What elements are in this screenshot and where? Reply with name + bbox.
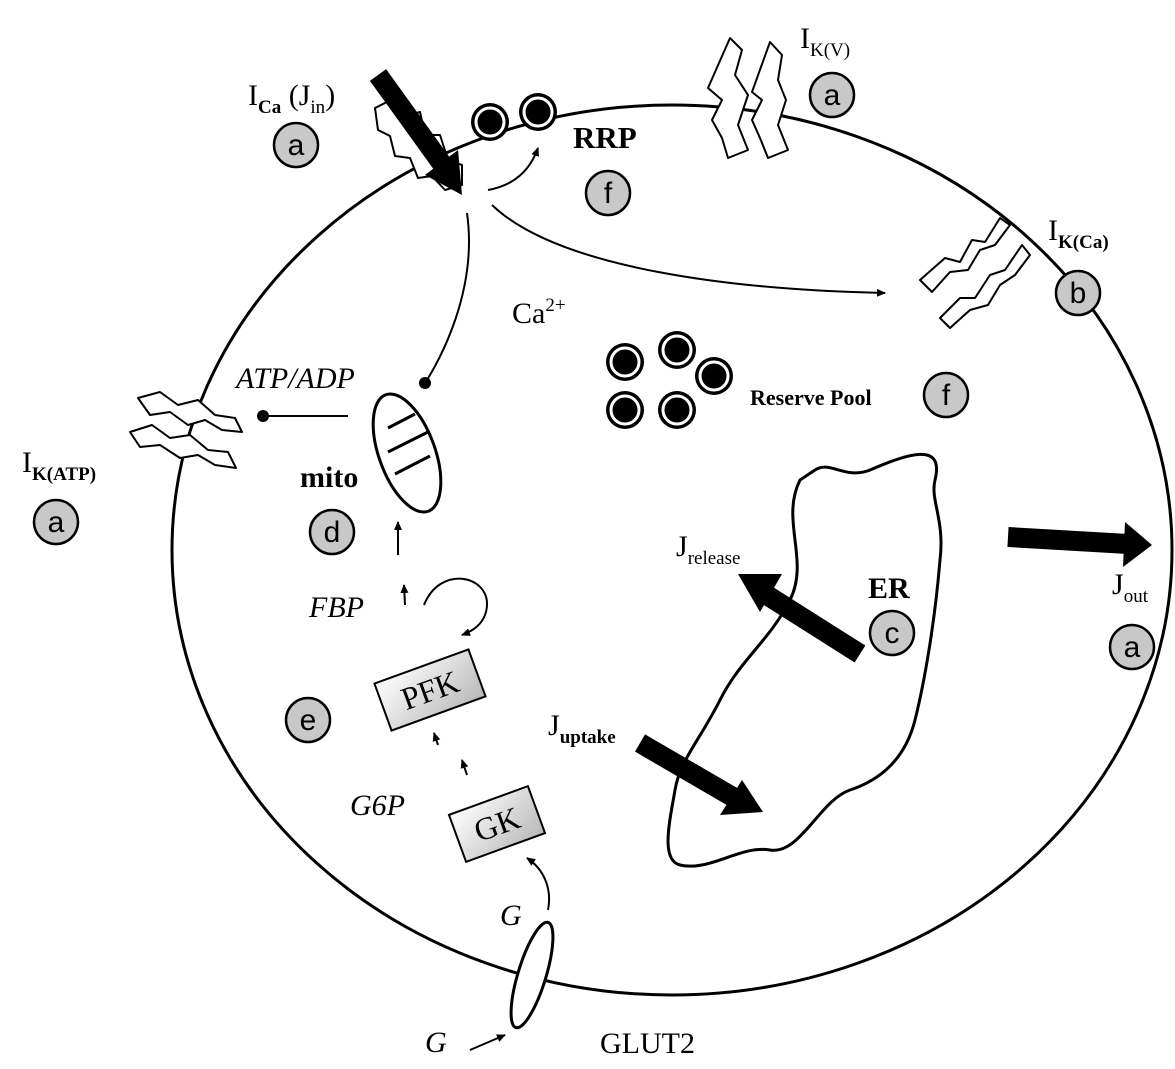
juptake-label: Juptake xyxy=(548,709,616,748)
badge-er: c xyxy=(868,609,916,657)
badge-mito: d xyxy=(308,508,356,556)
ca-to-mito-line xyxy=(419,212,470,389)
badge-ikv: a xyxy=(808,71,856,119)
badge-rrp: f xyxy=(584,169,632,217)
ca-influx-arrow xyxy=(369,69,462,195)
mitochondrion xyxy=(371,392,443,514)
jout-label: Jout xyxy=(1112,568,1149,607)
badge-glycolysis: e xyxy=(284,696,332,744)
svg-text:e: e xyxy=(300,704,317,737)
kca-channel xyxy=(919,217,1031,329)
reserve-pool-vesicles xyxy=(606,331,733,429)
rrp-vesicles xyxy=(471,93,557,141)
atp-adp-label: ATP/ADP xyxy=(234,362,355,395)
svg-text:d: d xyxy=(324,516,341,549)
kv-channel xyxy=(707,37,789,159)
g-into-glut-arrow xyxy=(469,1034,506,1051)
cell-membrane xyxy=(170,103,1174,997)
svg-text:f: f xyxy=(604,177,613,210)
g6p-label: G6P xyxy=(350,789,405,822)
svg-text:a: a xyxy=(1124,631,1141,664)
jrelease-arrow xyxy=(738,574,866,663)
g-inside-label: G xyxy=(500,899,522,932)
ca-to-rrp-arrow xyxy=(487,147,540,191)
badge-ikatp: a xyxy=(32,498,80,546)
ica-label: ICa (Jin) xyxy=(248,79,335,118)
reserve-pool-label: Reserve Pool xyxy=(750,385,872,410)
svg-text:a: a xyxy=(288,129,305,162)
rrp-label: RRP xyxy=(573,120,637,155)
katp-channel xyxy=(129,391,243,469)
glut-to-gk-arrow xyxy=(526,857,550,911)
juptake-arrow xyxy=(634,734,763,815)
badge-jout: a xyxy=(1108,623,1156,671)
ikatp-label: IK(ATP) xyxy=(22,446,96,485)
jrelease-label: Jrelease xyxy=(676,530,740,569)
glut2-label: GLUT2 xyxy=(600,1027,695,1060)
gk-to-g6p-arrow xyxy=(460,759,469,776)
fbp-up-arrow xyxy=(400,584,409,606)
fbp-label: FBP xyxy=(308,591,364,624)
er-outline xyxy=(666,452,943,868)
svg-text:b: b xyxy=(1070,277,1087,310)
svg-text:f: f xyxy=(942,379,951,412)
svg-text:a: a xyxy=(48,506,65,539)
g6p-to-pfk-arrow xyxy=(432,732,441,746)
glut2-transporter xyxy=(509,920,555,1030)
badge-ikca: b xyxy=(1054,269,1102,317)
pfk-enzyme: PFK xyxy=(373,648,487,732)
badge-ica: a xyxy=(272,121,320,169)
ikv-label: IK(V) xyxy=(800,22,850,61)
pfk-feedback-arrow xyxy=(423,577,489,636)
svg-text:a: a xyxy=(824,79,841,112)
g-outside-label: G xyxy=(425,1026,447,1059)
ca2-label: Ca2+ xyxy=(512,295,566,330)
badge-reserve: f xyxy=(922,371,970,419)
jout-arrow xyxy=(1007,522,1152,567)
ca-to-kca-arrow xyxy=(491,204,886,297)
mito-label: mito xyxy=(300,461,358,494)
ikca-label: IK(Ca) xyxy=(1048,214,1109,253)
er-label: ER xyxy=(868,572,910,605)
gk-enzyme: GK xyxy=(447,784,547,864)
svg-text:c: c xyxy=(885,617,900,650)
